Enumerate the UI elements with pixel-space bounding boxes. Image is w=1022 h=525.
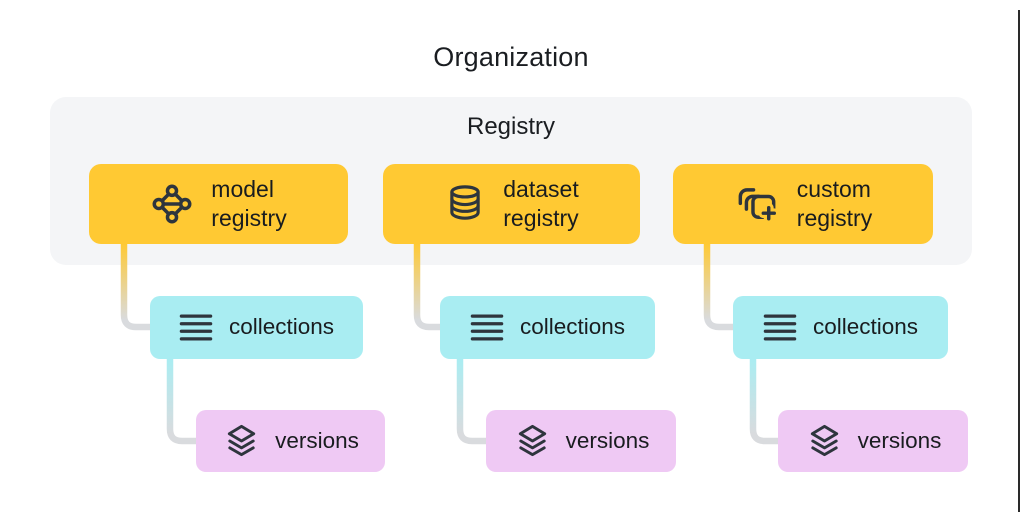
- model-graph-icon: [152, 184, 192, 224]
- custom-registry-label: custom registry: [796, 176, 873, 231]
- dataset-registry-label: dataset registry: [503, 176, 579, 231]
- connector-custom-to-collections: [703, 239, 739, 331]
- collections-label: collections: [228, 314, 335, 340]
- registry-panel-label: Registry: [466, 113, 556, 140]
- connector-model-to-collections: [120, 239, 156, 331]
- versions-box-custom: versions: [778, 410, 968, 472]
- list-icon: [470, 314, 504, 341]
- connector-collections-to-versions-1: [166, 354, 202, 445]
- connector-dataset-to-collections: [413, 239, 446, 331]
- layers-icon: [518, 424, 546, 456]
- stack-plus-icon: [738, 188, 779, 224]
- connector-collections-to-versions-2: [456, 354, 492, 445]
- collections-box-dataset: collections: [440, 296, 655, 359]
- list-icon: [763, 314, 797, 341]
- collections-box-model: collections: [150, 296, 363, 359]
- collections-box-custom: collections: [733, 296, 948, 359]
- versions-box-model: versions: [196, 410, 385, 472]
- collections-label: collections: [812, 314, 919, 340]
- layers-icon: [810, 424, 838, 456]
- organization-title: Organization: [433, 42, 589, 72]
- list-icon: [179, 314, 213, 341]
- versions-box-dataset: versions: [486, 410, 676, 472]
- screenshot-right-edge: [1018, 10, 1020, 512]
- custom-registry-box: custom registry: [673, 164, 933, 244]
- dataset-registry-box: dataset registry: [383, 164, 640, 244]
- collections-label: collections: [519, 314, 626, 340]
- database-icon: [450, 185, 480, 220]
- versions-label: versions: [275, 427, 359, 453]
- model-registry-label: model registry: [211, 176, 287, 231]
- connector-collections-to-versions-3: [749, 354, 784, 445]
- versions-label: versions: [857, 427, 942, 453]
- layers-icon: [227, 424, 256, 456]
- model-registry-box: model registry: [89, 164, 348, 244]
- versions-label: versions: [565, 427, 650, 453]
